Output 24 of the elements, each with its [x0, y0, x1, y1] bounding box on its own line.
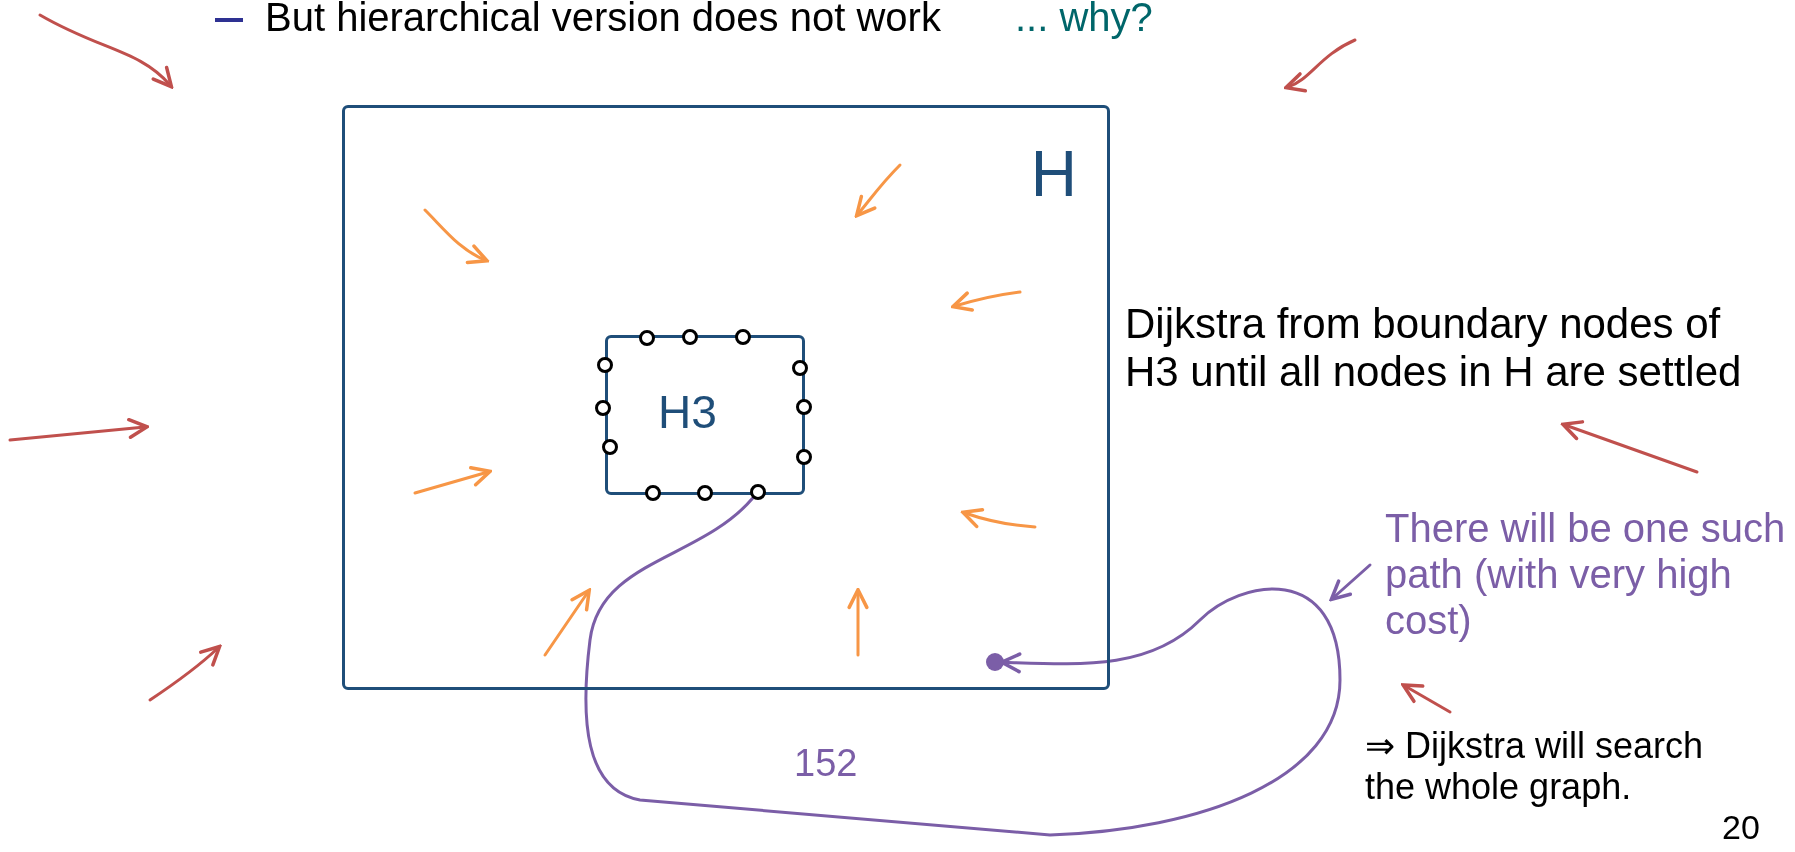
heading-text: But hierarchical version does not work: [265, 0, 941, 40]
region-box: [342, 105, 1110, 690]
boundary-node: [792, 360, 808, 376]
boundary-node: [639, 330, 655, 346]
boundary-node: [796, 399, 812, 415]
boundary-node: [602, 439, 618, 455]
boundary-node: [597, 357, 613, 373]
end-dot: [986, 653, 1004, 671]
boundary-node: [595, 400, 611, 416]
boundary-node: [735, 329, 751, 345]
leader-arrow: [1329, 563, 1372, 602]
boundary-node: [645, 485, 661, 501]
boundary-node: [697, 485, 713, 501]
region-label: H3: [658, 386, 717, 439]
boundary-node: [796, 449, 812, 465]
heading-text: ... why?: [1015, 0, 1153, 40]
note-text: There will be one such path (with very high cost): [1385, 505, 1787, 643]
boundary-node: [682, 329, 698, 345]
boundary-node: [750, 484, 766, 500]
path-line: [584, 496, 1342, 837]
annotation-text: ⇒ Dijkstra will search the whole graph.: [1365, 725, 1705, 808]
annotation-text: Dijkstra from boundary nodes of H3 until all nodes in H are settled: [1125, 300, 1743, 397]
region-label: H: [1030, 138, 1077, 212]
page-number: 20: [1722, 808, 1760, 848]
